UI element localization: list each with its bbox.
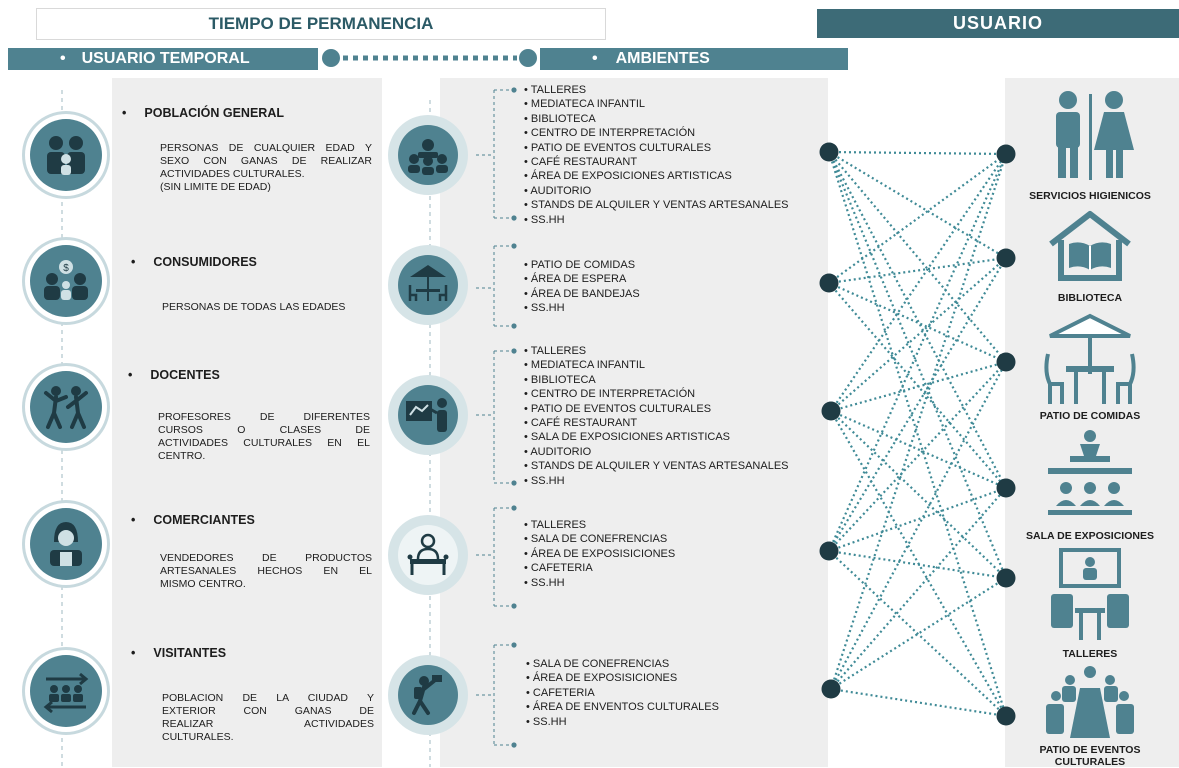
vendor-icon — [30, 508, 102, 580]
environments-label: AMBIENTES — [615, 50, 710, 67]
events-icon — [1040, 664, 1140, 742]
bullet-icon: • — [60, 50, 66, 67]
list-item: TALLERES — [524, 344, 789, 358]
diagram-title: TIEMPO DE PERMANENCIA — [36, 8, 606, 40]
environment-list: SALA DE CONEFRENCIAS ÁREA DE EXPOSISICIO… — [526, 657, 719, 729]
list-item: ÁREA DE EXPOSISICIONES — [524, 547, 675, 561]
list-item: SS.HH — [524, 576, 675, 590]
environment-list: PATIO DE COMIDAS ÁREA DE ESPERA ÁREA DE … — [524, 258, 640, 316]
vendor-stand-icon — [388, 515, 468, 595]
list-item: ÁREA DE ESPERA — [524, 272, 640, 286]
category-description: PERSONAS DE TODAS LAS EDADES — [162, 301, 346, 313]
list-item: MEDIATECA INFANTIL — [524, 97, 789, 111]
audience-icon — [388, 115, 468, 195]
category-description: VENDEDORES DE PRODUCTOS ARTESANALES HECH… — [160, 552, 372, 590]
temporary-user-bar: • USUARIO TEMPORAL — [8, 48, 318, 70]
environments-bar: • AMBIENTES — [540, 48, 848, 70]
list-item: MEDIATECA INFANTIL — [524, 358, 789, 372]
list-item: CAFÉ RESTAURANT — [524, 416, 789, 430]
bullet-icon: • — [592, 50, 598, 67]
user-header-bar: USUARIO — [817, 9, 1179, 38]
list-item: CAFÉ RESTAURANT — [524, 155, 789, 169]
list-item: SALA DE EXPOSICIONES ARTISTICAS — [524, 430, 789, 444]
category-description: PERSONAS DE CUALQUIER EDAD Y SEXO CON GA… — [160, 142, 372, 193]
category-title: •COMERCIANTES — [131, 513, 255, 527]
user-type-label: PATIO DE EVENTOS CULTURALES — [1039, 744, 1141, 768]
table-umbrella-icon — [388, 245, 468, 325]
category-title: •POBLACIÓN GENERAL — [122, 106, 284, 120]
users-description-panel — [112, 78, 382, 767]
list-item: SS.HH — [524, 301, 640, 315]
user-type-label: TALLERES — [1062, 648, 1118, 660]
user-types-panel — [1005, 78, 1179, 767]
list-item: PATIO DE COMIDAS — [524, 258, 640, 272]
list-item: ÁREA DE EXPOSISICIONES — [526, 671, 719, 685]
list-item: SS.HH — [524, 474, 789, 488]
exhibition-icon — [1040, 428, 1140, 520]
list-item: AUDITORIO — [524, 445, 789, 459]
food-court-icon — [1040, 312, 1140, 406]
library-icon — [1045, 210, 1135, 282]
svg-text:$: $ — [63, 263, 69, 274]
category-title: •VISITANTES — [131, 646, 227, 660]
list-item: ÁREA DE ENVENTOS CULTURALES — [526, 700, 719, 714]
category-title: •CONSUMIDORES — [131, 255, 257, 269]
user-type-label: SALA DE EXPOSICIONES — [1026, 530, 1154, 542]
workshop-icon — [1045, 548, 1135, 642]
visitors-icon — [30, 655, 102, 727]
list-item: PATIO DE EVENTOS CULTURALES — [524, 141, 789, 155]
family-icon — [30, 119, 102, 191]
consumers-icon: $ — [30, 245, 102, 317]
list-item: SS.HH — [526, 715, 719, 729]
list-item: SS.HH — [524, 213, 789, 227]
environment-list: TALLERES MEDIATECA INFANTIL BIBLIOTECA C… — [524, 344, 789, 488]
user-type-label: SERVICIOS HIGIENICOS — [1029, 190, 1151, 202]
list-item: BIBLIOTECA — [524, 112, 789, 126]
category-description: PROFESORES DE DIFERENTES CURSOS O CLASES… — [158, 411, 370, 462]
list-item: STANDS DE ALQUILER Y VENTAS ARTESANALES — [524, 459, 789, 473]
list-item: BIBLIOTECA — [524, 373, 789, 387]
teacher-dance-icon — [30, 371, 102, 443]
list-item: CAFETERIA — [526, 686, 719, 700]
list-item: TALLERES — [524, 83, 789, 97]
temporary-user-label: USUARIO TEMPORAL — [81, 50, 250, 67]
user-type-label: BIBLIOTECA — [1057, 292, 1123, 304]
user-type-label: PATIO DE COMIDAS — [1039, 410, 1141, 422]
user-header-label: USUARIO — [952, 13, 1043, 33]
list-item: SALA DE CONEFRENCIAS — [524, 532, 675, 546]
category-title: •DOCENTES — [128, 368, 220, 382]
list-item: CENTRO DE INTERPRETACIÓN — [524, 387, 789, 401]
list-item: SALA DE CONEFRENCIAS — [526, 657, 719, 671]
restroom-icon — [1040, 88, 1140, 184]
category-description: POBLACION DE LA CIUDAD Y EXTERIOR CON GA… — [162, 692, 374, 743]
list-item: ÁREA DE EXPOSICIONES ARTISTICAS — [524, 169, 789, 183]
list-item: ÁREA DE BANDEJAS — [524, 287, 640, 301]
teacher-board-icon — [388, 375, 468, 455]
list-item: STANDS DE ALQUILER Y VENTAS ARTESANALES — [524, 198, 789, 212]
list-item: AUDITORIO — [524, 184, 789, 198]
environment-list: TALLERES MEDIATECA INFANTIL BIBLIOTECA C… — [524, 83, 789, 227]
tourist-icon — [388, 655, 468, 735]
list-item: CENTRO DE INTERPRETACIÓN — [524, 126, 789, 140]
list-item: CAFETERIA — [524, 561, 675, 575]
list-item: PATIO DE EVENTOS CULTURALES — [524, 402, 789, 416]
environment-list: TALLERES SALA DE CONEFRENCIAS ÁREA DE EX… — [524, 518, 675, 590]
list-item: TALLERES — [524, 518, 675, 532]
